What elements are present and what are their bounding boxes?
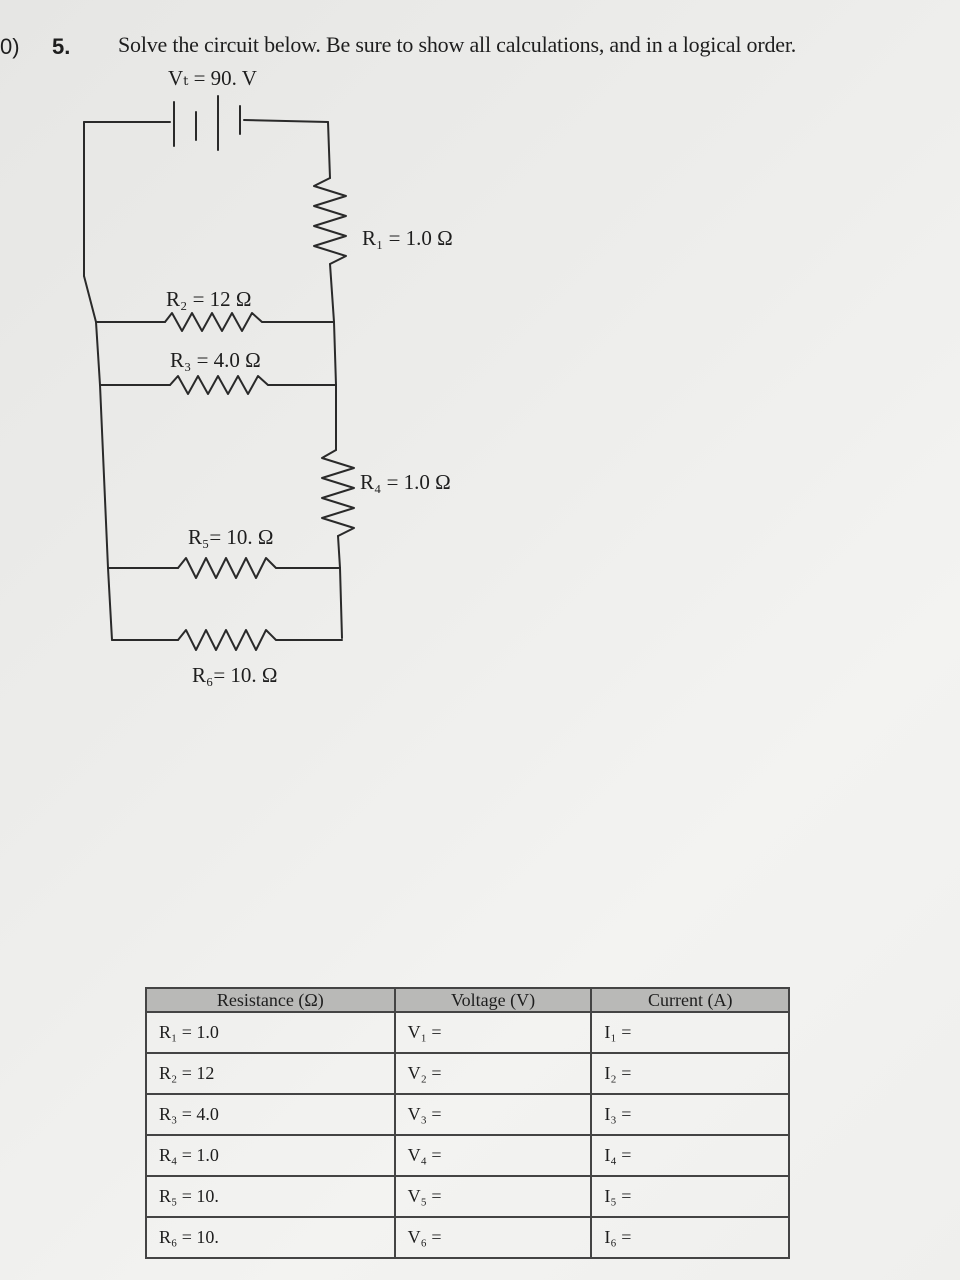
- source-voltage-label: Vₜ = 90. V: [168, 66, 257, 90]
- resistance-cell: R₅ = 10.: [145, 1175, 396, 1218]
- voltage-cell[interactable]: V₂ =: [393, 1052, 593, 1095]
- table-row: R₁ = 1.0 V₁ = I₁ =: [145, 1011, 790, 1054]
- table-row: R₄ = 1.0 V₄ = I₄ =: [145, 1134, 790, 1177]
- r4-resistor: [321, 449, 355, 537]
- table-row: R₂ = 12 V₂ = I₂ =: [145, 1052, 790, 1095]
- answer-table-header: Resistance (Ω) Voltage (V) Current (A): [145, 987, 790, 1013]
- r4-label: R₄ = 1.0 Ω: [360, 470, 451, 494]
- question-instruction: Solve the circuit below. Be sure to show…: [118, 32, 797, 57]
- current-cell[interactable]: I₆ =: [590, 1216, 790, 1259]
- r6-label: R₆= 10. Ω: [192, 663, 278, 687]
- header-resistance: Resistance (Ω): [145, 987, 396, 1013]
- current-cell[interactable]: I₃ =: [590, 1093, 790, 1136]
- resistance-cell: R₆ = 10.: [145, 1216, 396, 1259]
- r5-label: R₅= 10. Ω: [188, 525, 274, 549]
- previous-question-fragment: 0): [0, 34, 20, 59]
- voltage-cell[interactable]: V₃ =: [393, 1093, 593, 1136]
- r6-resistor: [177, 629, 343, 651]
- resistance-cell: R₃ = 4.0: [145, 1093, 396, 1136]
- answer-table: Resistance (Ω) Voltage (V) Current (A) R…: [145, 987, 790, 1259]
- r2-label: R₂ = 12 Ω: [166, 287, 252, 311]
- r1-resistor: [313, 177, 347, 265]
- current-cell[interactable]: I₄ =: [590, 1134, 790, 1177]
- voltage-cell[interactable]: V₅ =: [393, 1175, 593, 1218]
- table-row: R₆ = 10. V₆ = I₆ =: [145, 1216, 790, 1259]
- r3-label: R₃ = 4.0 Ω: [170, 348, 261, 372]
- resistance-cell: R₄ = 1.0: [145, 1134, 396, 1177]
- resistance-cell: R₂ = 12: [145, 1052, 396, 1095]
- header-voltage: Voltage (V): [393, 987, 593, 1013]
- r5-resistor: [177, 557, 341, 579]
- voltage-cell[interactable]: V₁ =: [393, 1011, 593, 1054]
- header-current: Current (A): [590, 987, 790, 1013]
- r1-label: R₁ = 1.0 Ω: [362, 226, 453, 250]
- current-cell[interactable]: I₁ =: [590, 1011, 790, 1054]
- circuit-diagram: [83, 95, 355, 651]
- current-cell[interactable]: I₂ =: [590, 1052, 790, 1095]
- table-row: R₅ = 10. V₅ = I₅ =: [145, 1175, 790, 1218]
- resistance-cell: R₁ = 1.0: [145, 1011, 396, 1054]
- table-row: R₃ = 4.0 V₃ = I₃ =: [145, 1093, 790, 1136]
- voltage-cell[interactable]: V₆ =: [393, 1216, 593, 1259]
- battery-symbol: [83, 95, 329, 151]
- r2-resistor: [164, 312, 335, 332]
- question-number: 5.: [52, 34, 71, 59]
- voltage-cell[interactable]: V₄ =: [393, 1134, 593, 1177]
- r3-resistor: [169, 375, 337, 395]
- current-cell[interactable]: I₅ =: [590, 1175, 790, 1218]
